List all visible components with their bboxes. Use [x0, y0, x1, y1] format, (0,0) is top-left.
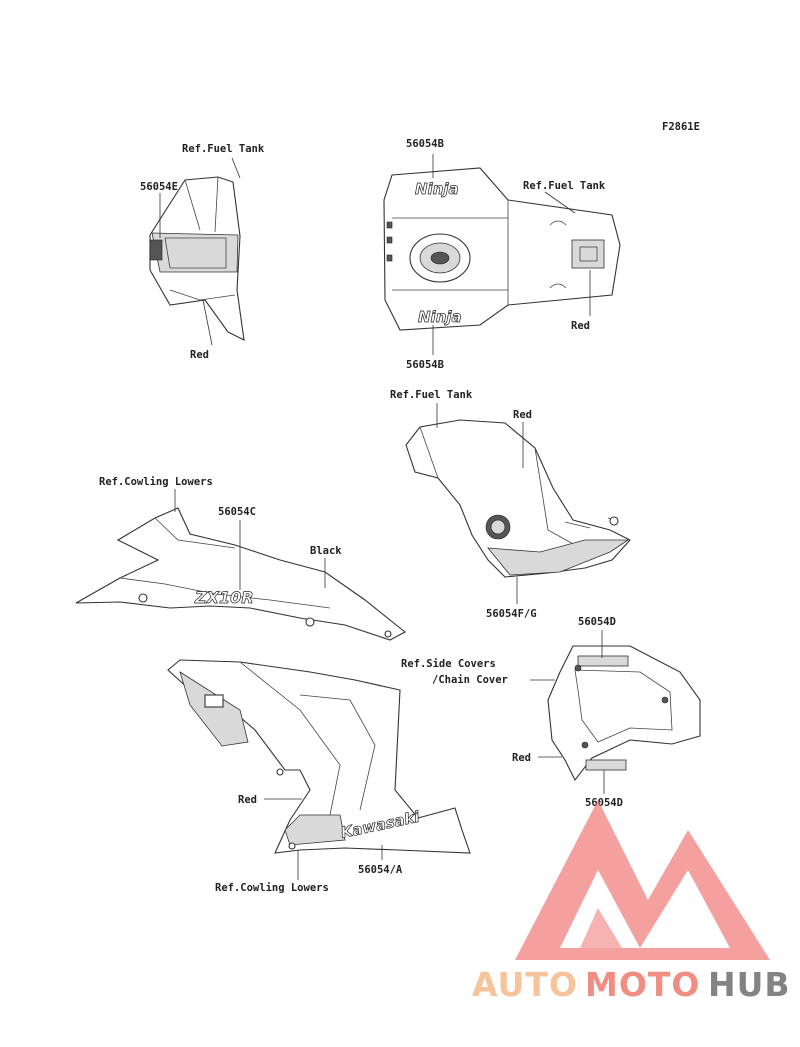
automotohub-watermark: AUTO MOTO HUB	[472, 800, 791, 1004]
label-ref-fuel-tank-1: Ref.Fuel Tank	[182, 143, 265, 155]
label-56054c: 56054C	[218, 506, 256, 518]
tank-cover-front-drawing	[149, 176, 245, 341]
leader-ref-fuel-tank-1	[231, 157, 241, 179]
label-ref-cowling-lowers-2: Ref.Cowling Lowers	[215, 882, 329, 894]
label-56054b-top: 56054B	[406, 138, 444, 150]
label-ref-fuel-tank-2: Ref.Fuel Tank	[523, 180, 606, 192]
fuel-tank-side-drawing	[405, 419, 631, 578]
fairing-side-drawing: Kawasaki	[167, 659, 471, 854]
label-ref-cowling-lowers-1: Ref.Cowling Lowers	[99, 476, 213, 488]
watermark-logo-triangles	[515, 800, 770, 960]
label-ref-side-covers: Ref.Side Covers	[401, 658, 496, 670]
figure-code: F2861E	[662, 121, 700, 133]
label-red-2: Red	[571, 320, 590, 332]
watermark-text-auto: AUTO	[472, 965, 578, 1004]
seat-cowl-drawing	[547, 645, 701, 782]
watermark-text-hub: HUB	[708, 965, 791, 1004]
label-ref-fuel-tank-3: Ref.Fuel Tank	[390, 389, 473, 401]
leader-ref-fuel-tank-2	[544, 191, 576, 214]
label-ref-chain-cover: /Chain Cover	[432, 674, 508, 686]
label-red-3: Red	[513, 409, 532, 421]
leader-red-1	[202, 299, 213, 346]
label-red-5: Red	[238, 794, 257, 806]
ninja-decal-bottom: Ninja	[418, 308, 462, 326]
label-56054b-bottom: 56054B	[406, 359, 444, 371]
label-red-1: Red	[190, 349, 209, 361]
ninja-decal-top: Ninja	[415, 180, 459, 198]
label-56054d-top: 56054D	[578, 616, 616, 628]
fuel-tank-top-drawing: Ninja Ninja	[383, 167, 621, 331]
label-56054a: 56054/A	[358, 864, 403, 876]
label-56054d-bottom: 56054D	[585, 797, 623, 809]
label-56054fg: 56054F/G	[486, 608, 537, 620]
label-red-4: Red	[512, 752, 531, 764]
cowling-side-drawing: ZX10R	[75, 507, 406, 641]
label-black: Black	[310, 545, 342, 557]
zx10r-decal: ZX10R	[194, 588, 254, 607]
label-56054e: 56054E	[140, 181, 178, 193]
watermark-text-moto: MOTO	[585, 965, 700, 1004]
